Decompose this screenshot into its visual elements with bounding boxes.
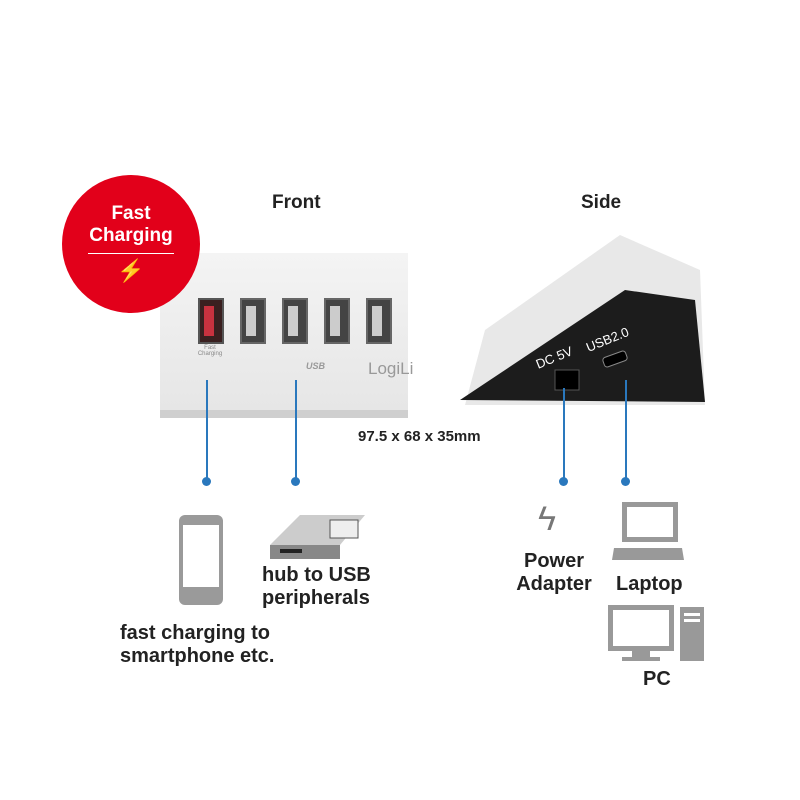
- laptop-label: Laptop: [616, 573, 683, 595]
- lightning-icon: ⚡: [117, 258, 145, 283]
- hub-side-image: [460, 235, 705, 405]
- pc-icon: [608, 605, 704, 661]
- usb-port: [366, 298, 392, 344]
- smartphone-icon: [179, 515, 223, 605]
- side-heading: Side: [581, 192, 622, 213]
- fast-charge-port: [198, 298, 224, 344]
- front-heading: Front: [272, 192, 321, 213]
- dimensions: 97.5 x 68 x 35mm: [358, 428, 481, 445]
- usb-port: [324, 298, 350, 344]
- laptop-icon: [612, 502, 684, 560]
- fast-charging-badge: Fast Charging ⚡: [62, 175, 200, 313]
- brand-logo: LogiLi: [368, 359, 414, 378]
- pc-label: PC: [643, 668, 671, 690]
- usb-logo: USB: [306, 361, 326, 371]
- lightning-icon: ϟ: [538, 500, 556, 538]
- usb-port: [282, 298, 308, 344]
- card-reader-icon: [270, 515, 365, 559]
- usb-port: [240, 298, 266, 344]
